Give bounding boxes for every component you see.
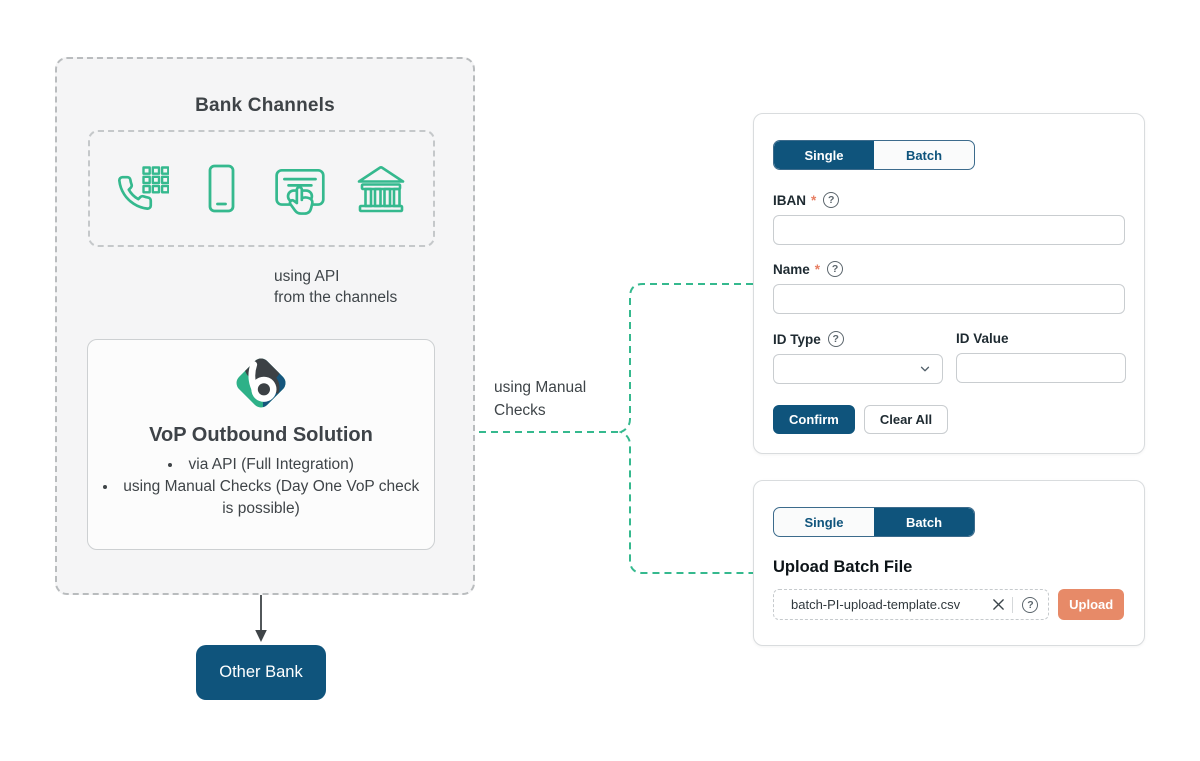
- help-icon[interactable]: ?: [823, 192, 840, 208]
- tab-batch[interactable]: Batch: [874, 508, 974, 536]
- tab-single[interactable]: Single: [774, 141, 874, 169]
- vop-solution-card: VoP Outbound Solution via API (Full Inte…: [87, 339, 435, 550]
- help-icon[interactable]: ?: [1022, 596, 1039, 613]
- upload-button[interactable]: Upload: [1058, 589, 1124, 620]
- file-upload-row: batch-PI-upload-template.csv ? Upload: [773, 589, 1124, 620]
- help-icon[interactable]: ?: [827, 331, 844, 347]
- iban-label: IBAN: [773, 192, 806, 208]
- id-type-field: ID Type ?: [773, 331, 943, 384]
- single-check-panel: Single Batch IBAN * ? Name * ? ID Type ?: [753, 113, 1145, 454]
- help-icon[interactable]: ?: [827, 261, 844, 277]
- name-label-row: Name * ?: [773, 261, 1124, 277]
- tab-single[interactable]: Single: [774, 508, 874, 536]
- required-mark: *: [814, 261, 821, 277]
- bank-building-icon: [357, 165, 405, 212]
- api-flow-label-line2: from the channels: [274, 289, 398, 307]
- manual-checks-label-line1: using Manual: [494, 379, 587, 396]
- iban-input[interactable]: [773, 215, 1125, 245]
- api-flow-label: using API from the channels: [274, 266, 397, 309]
- batch-panel-tab-group: Single Batch: [773, 507, 975, 537]
- vop-bullet-2: using Manual Checks (Day One VoP check i…: [96, 476, 426, 520]
- vop-bullet-list: via API (Full Integration) using Manual …: [96, 454, 426, 520]
- vop-bullet-1: via API (Full Integration): [96, 454, 426, 476]
- vop-title: VoP Outbound Solution: [149, 424, 373, 446]
- card-tap-icon: [275, 168, 325, 215]
- id-value-input[interactable]: [956, 353, 1126, 383]
- upload-batch-title: Upload Batch File: [773, 558, 913, 576]
- required-mark: *: [811, 192, 817, 208]
- confirm-button[interactable]: Confirm: [773, 405, 855, 434]
- manual-checks-connector: [436, 283, 753, 574]
- vop-logo-icon: [232, 354, 290, 412]
- single-panel-tab-group: Single Batch: [773, 140, 975, 170]
- id-type-label: ID Type: [773, 331, 821, 347]
- batch-upload-panel: Single Batch Upload Batch File batch-PI-…: [753, 480, 1145, 646]
- id-value-field: ID Value: [956, 331, 1126, 384]
- iban-label-row: IBAN * ?: [773, 192, 1124, 208]
- manual-checks-label: using Manual Checks: [494, 376, 619, 423]
- mobile-phone-icon: [208, 164, 235, 212]
- divider: [1012, 596, 1014, 613]
- bank-channels-title: Bank Channels: [195, 95, 335, 116]
- id-value-label-row: ID Value: [956, 331, 1126, 346]
- chevron-down-icon: [920, 366, 930, 372]
- clear-file-icon[interactable]: [990, 596, 1007, 613]
- id-value-label: ID Value: [956, 331, 1009, 346]
- manual-checks-label-line2: Checks: [494, 402, 546, 420]
- other-bank-node: Other Bank: [196, 645, 326, 700]
- name-label: Name: [773, 261, 810, 277]
- channel-icons-box: [88, 130, 435, 247]
- file-name: batch-PI-upload-template.csv: [791, 597, 961, 612]
- clear-all-button[interactable]: Clear All: [863, 405, 949, 434]
- name-input[interactable]: [773, 284, 1125, 314]
- api-flow-label-line1: using API: [274, 268, 340, 285]
- file-input[interactable]: batch-PI-upload-template.csv ?: [773, 589, 1050, 620]
- phone-keypad-icon: [118, 165, 169, 210]
- tab-batch[interactable]: Batch: [874, 141, 974, 169]
- id-type-label-row: ID Type ?: [773, 331, 943, 347]
- id-type-select[interactable]: [773, 354, 943, 384]
